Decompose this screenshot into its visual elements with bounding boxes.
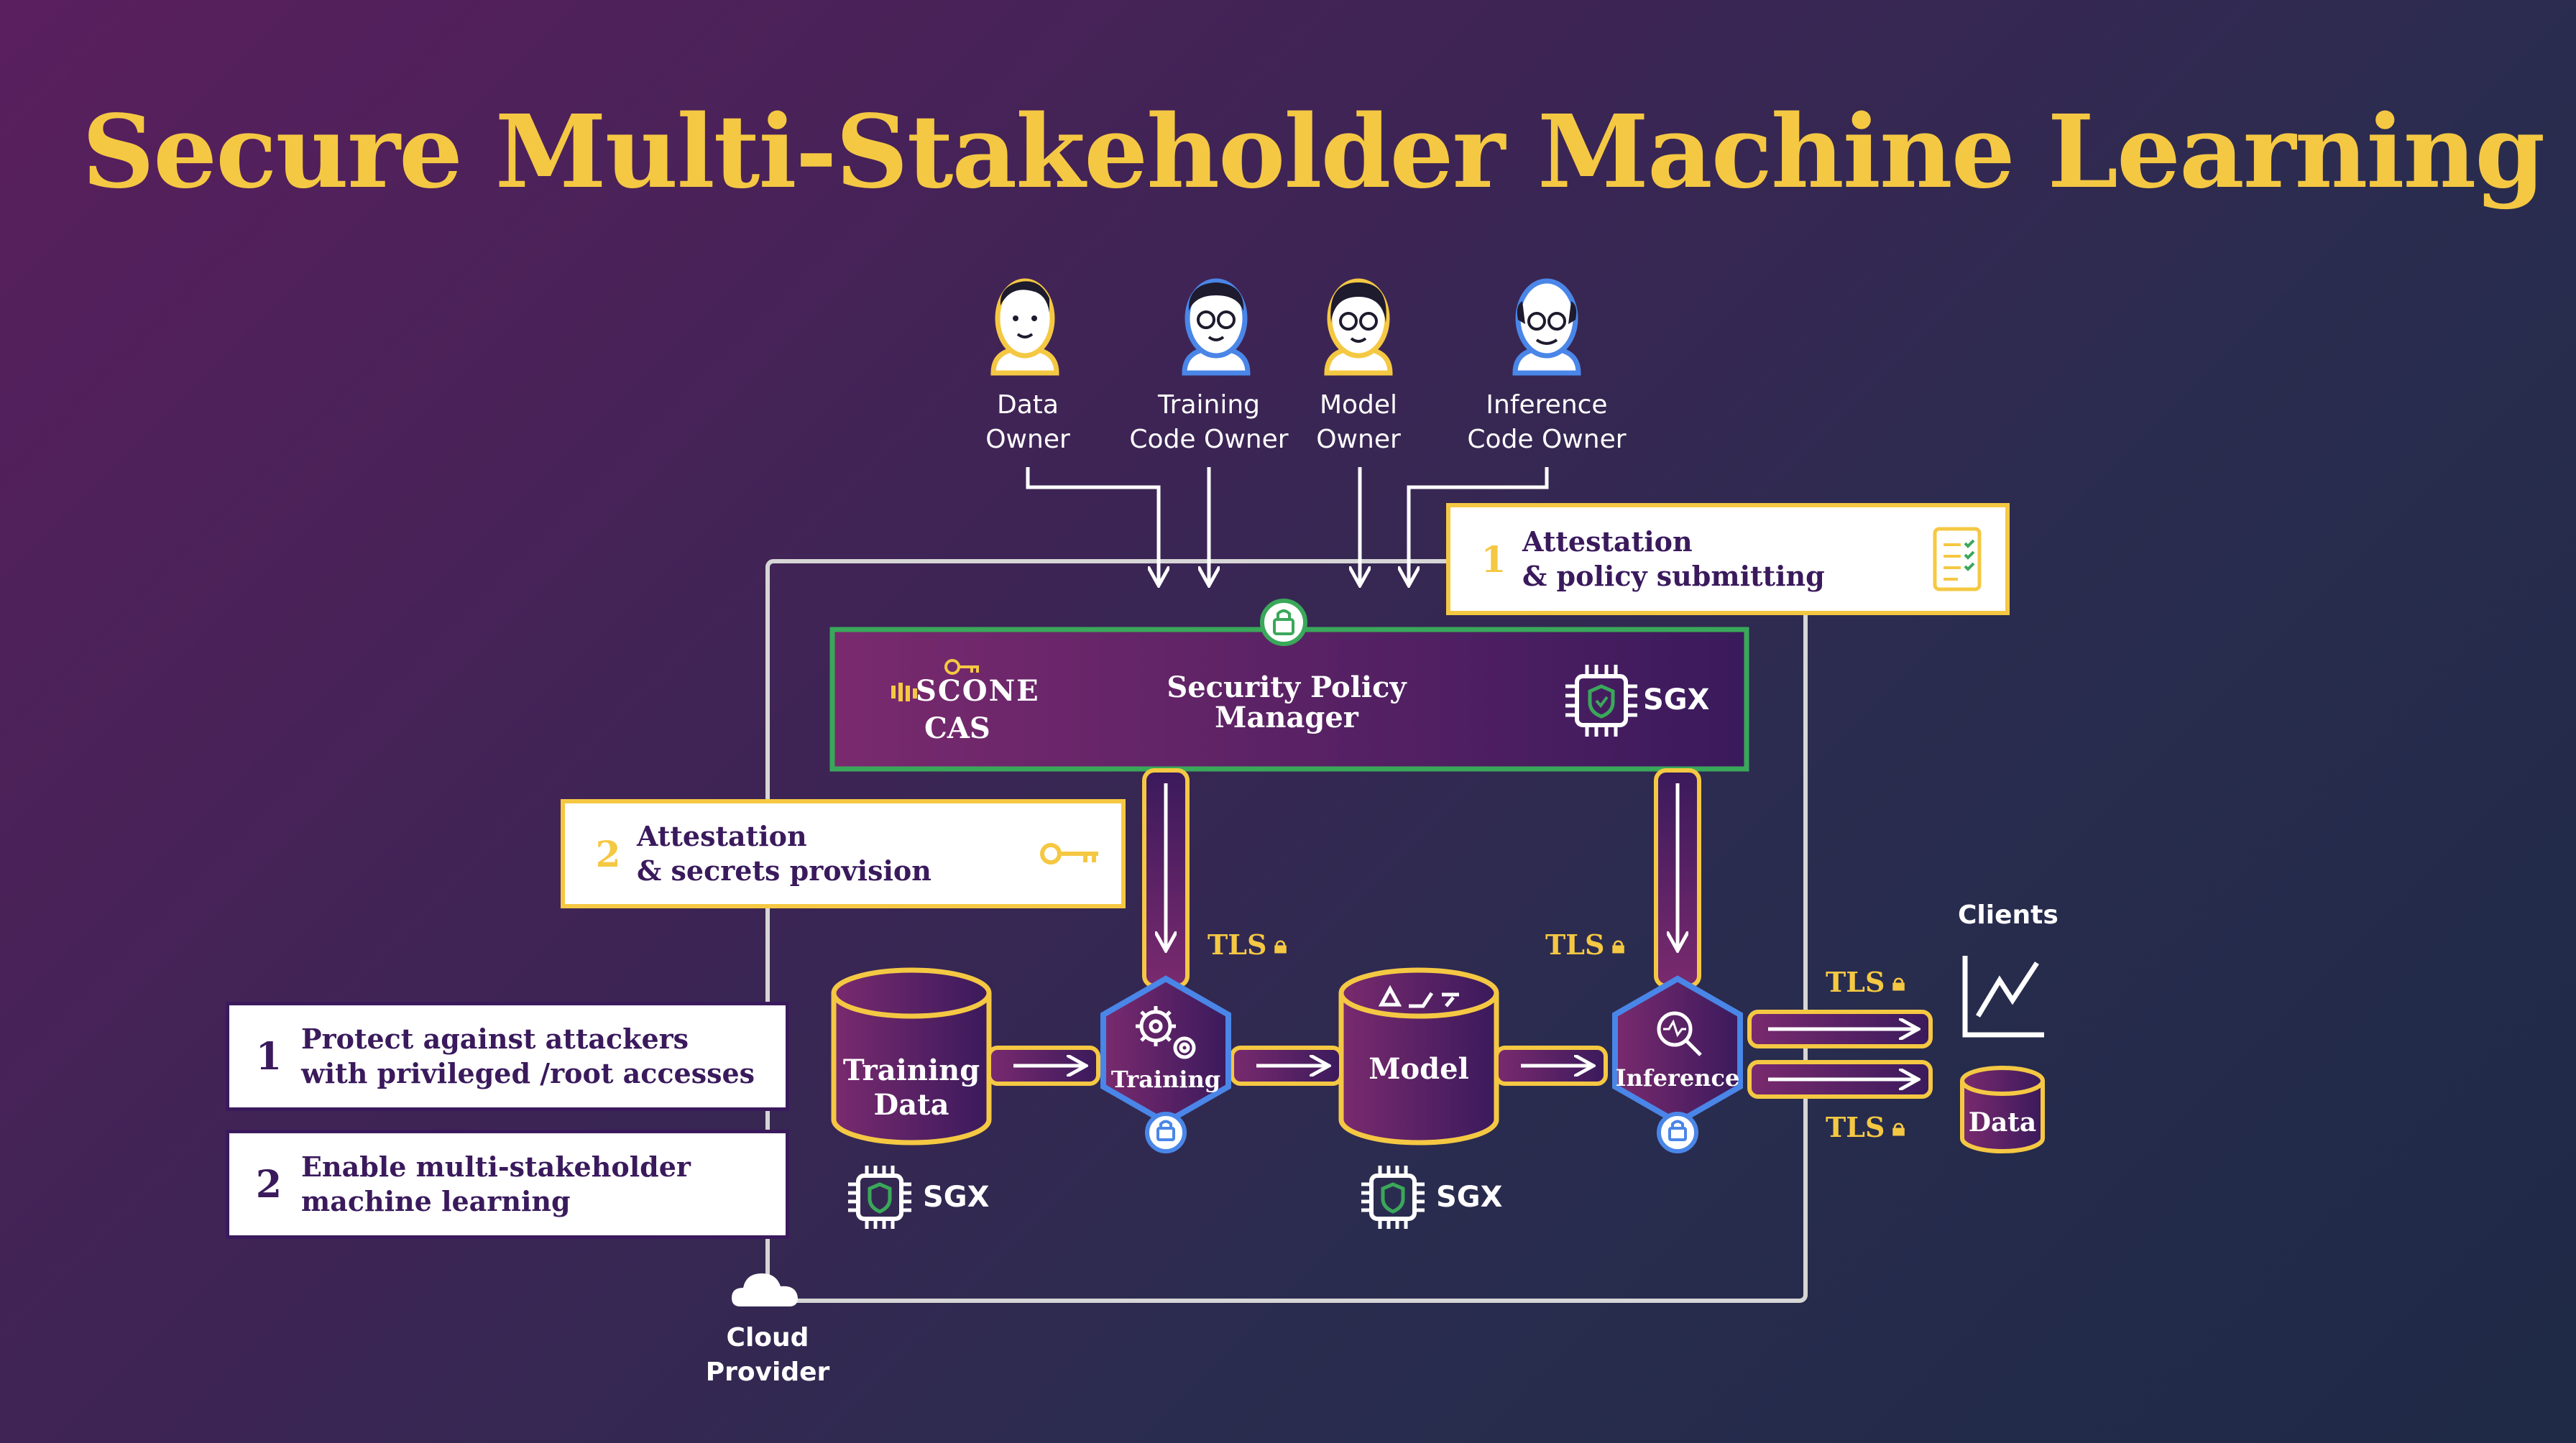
callout-attestation-policy: 1 Attestation& policy submitting (1446, 503, 2010, 615)
lock-icon: 🔒︎ (1274, 930, 1287, 959)
goal-number: 2 (255, 1162, 282, 1207)
lock-icon: 🔒︎ (1892, 967, 1905, 997)
callout-text: Attestation& policy submitting (1522, 525, 1825, 592)
callout-text: Attestation& secrets provision (637, 820, 932, 887)
model-label: Model (1368, 1052, 1469, 1086)
sgx-chip-icon (1361, 1166, 1425, 1229)
sgx-chip-icon (848, 1166, 911, 1229)
tls-label: TLS🔒︎ (1545, 928, 1625, 961)
tls-label: TLS🔒︎ (1826, 966, 1905, 998)
callout-number: 1 (1481, 538, 1506, 581)
sgx-chip-icon (1565, 665, 1637, 737)
tls-label: TLS🔒︎ (1208, 928, 1287, 961)
chart-icon (1962, 956, 2044, 1038)
person-glasses-icon (1182, 278, 1251, 376)
inference-hexagon (1612, 975, 1743, 1153)
clients-label: Clients (1958, 900, 2058, 930)
sgx-label: SGX (923, 1181, 990, 1214)
person-glasses-icon (1324, 278, 1393, 376)
training-hexagon (1100, 975, 1231, 1153)
lock-icon (1657, 1112, 1698, 1153)
cloud-icon (732, 1273, 798, 1306)
training-data-cylinder (831, 967, 992, 1145)
cloud-boundary (765, 559, 1808, 1303)
training-label: Training (1110, 1066, 1221, 1093)
tls-label: TLS🔒︎ (1826, 1111, 1905, 1143)
lock-icon: 🔒︎ (1611, 930, 1625, 959)
sgx-label: SGX (1436, 1181, 1503, 1214)
lock-icon (1145, 1112, 1187, 1153)
client-data-label: Data (1968, 1107, 2037, 1138)
gears-icon (1136, 1006, 1196, 1059)
client-data-cylinder (1960, 1066, 2045, 1153)
inference-label: Inference (1615, 1064, 1740, 1092)
sgx-label: SGX (1643, 683, 1710, 716)
cas-label: CAS (924, 711, 990, 745)
scone-logo-icon (891, 659, 979, 701)
lock-icon: 🔒︎ (1892, 1112, 1905, 1142)
policy-manager-box (829, 627, 1749, 772)
page-title: Secure Multi-Stakeholder Machine Learnin… (82, 93, 2545, 211)
person-icon (990, 278, 1059, 376)
callout-number: 2 (595, 832, 621, 875)
checklist-icon (1933, 527, 1982, 591)
model-cylinder (1338, 967, 1499, 1145)
stakeholder-connectors (1026, 467, 1549, 584)
lock-icon (1260, 599, 1307, 646)
key-icon (1040, 843, 1098, 865)
callout-attestation-secrets: 2 Attestation& secrets provision (561, 799, 1126, 908)
person-bald-icon (1512, 278, 1581, 376)
magnifier-icon (1657, 1011, 1702, 1056)
scone-brand: SCONE (916, 674, 1040, 708)
goal-number: 1 (255, 1034, 282, 1079)
